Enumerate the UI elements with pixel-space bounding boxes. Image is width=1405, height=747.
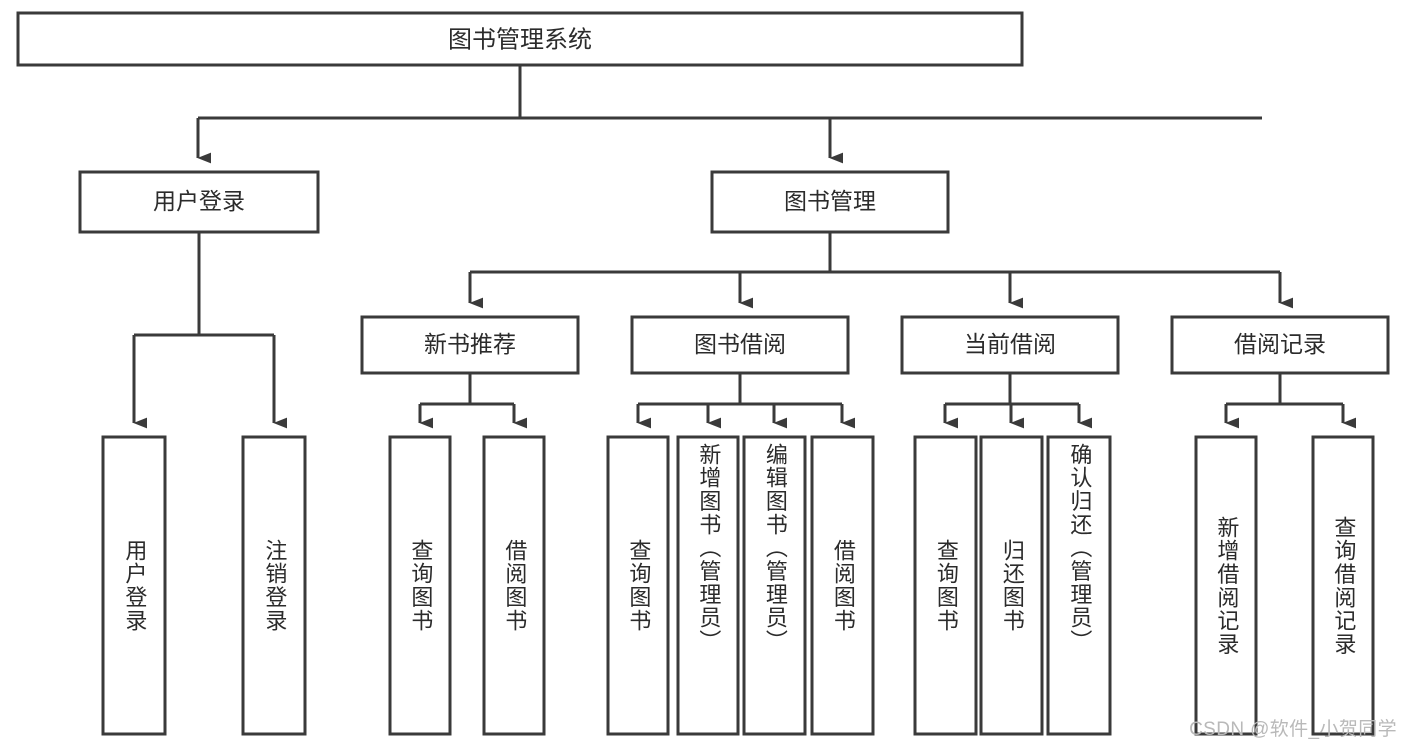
leaf-rect-borrow-book[interactable] — [810, 435, 875, 736]
leaf-rect-confirm-return-admin[interactable] — [1046, 435, 1112, 736]
node-current-borrow-rect[interactable] — [900, 315, 1120, 375]
node-borrow-record-label: 借阅记录 — [1234, 331, 1326, 357]
leaf-rect-return-book[interactable] — [979, 435, 1044, 736]
leaf-rect-borrow-book-recommend[interactable] — [482, 435, 546, 736]
connector-bookborrow-to-leaves — [636, 373, 855, 429]
connector-bookmgmt-to-level3 — [468, 232, 1293, 309]
node-current-borrow[interactable]: 当前借阅 — [900, 315, 1120, 375]
leaf-rect-query-book-borrow[interactable] — [606, 435, 670, 736]
leaf-rect-query-book-current[interactable] — [913, 435, 978, 736]
node-book-management[interactable]: 图书管理 — [710, 170, 950, 234]
node-new-book-recommend-rect[interactable] — [360, 315, 580, 375]
connector-currentborrow-to-leaves — [943, 373, 1092, 429]
node-user-login[interactable]: 用户登录 — [78, 170, 320, 234]
node-borrow-record[interactable]: 借阅记录 — [1170, 315, 1390, 375]
leaf-rect-logout[interactable] — [241, 435, 307, 736]
leaf-rect-query-book-recommend[interactable] — [388, 435, 452, 736]
leaf-boxes — [101, 435, 1375, 736]
leaf-rect-query-borrow-record[interactable] — [1311, 435, 1375, 736]
connector-newbook-to-leaves — [418, 373, 527, 429]
connector-borrowrecord-to-leaves — [1224, 373, 1356, 429]
connector-userlogin-to-leaves — [132, 232, 287, 429]
node-user-login-label: 用户登录 — [153, 188, 245, 214]
connector-root-to-level2 — [196, 65, 1262, 164]
node-user-login-rect[interactable] — [78, 170, 320, 234]
node-current-borrow-label: 当前借阅 — [964, 331, 1056, 357]
node-root-rect[interactable] — [16, 11, 1024, 67]
leaf-rect-add-book-admin[interactable] — [676, 435, 740, 736]
leaf-rect-add-borrow-record[interactable] — [1194, 435, 1258, 736]
csdn-watermark: CSDN @软件_小贺同学 — [1189, 719, 1397, 740]
node-book-management-label: 图书管理 — [784, 188, 876, 214]
node-book-borrow[interactable]: 图书借阅 — [630, 315, 850, 375]
leaf-rect-user-login[interactable] — [101, 435, 167, 736]
node-new-book-recommend[interactable]: 新书推荐 — [360, 315, 580, 375]
node-root-label: 图书管理系统 — [448, 26, 592, 53]
node-book-borrow-label: 图书借阅 — [694, 331, 786, 357]
node-root[interactable]: 图书管理系统 — [16, 11, 1024, 67]
leaf-rect-edit-book-admin[interactable] — [742, 435, 807, 736]
node-new-book-recommend-label: 新书推荐 — [424, 331, 516, 357]
